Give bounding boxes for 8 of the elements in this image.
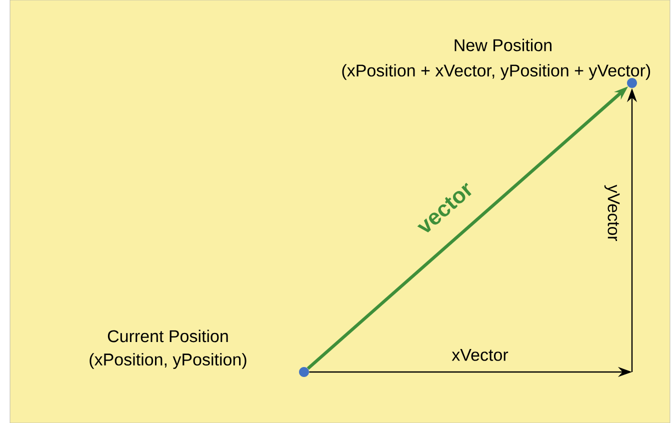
point-label: (xPosition, yPosition) — [90, 353, 246, 369]
edge-label: xVector — [452, 349, 508, 361]
point-label: Current Position — [108, 330, 228, 342]
point-label: (xPosition + xVector, yPosition + yVector) — [342, 64, 650, 80]
edge-label: yVector — [604, 184, 620, 242]
point-dot — [627, 78, 637, 88]
point-label: New Position — [454, 38, 552, 52]
point-dot — [299, 366, 309, 377]
